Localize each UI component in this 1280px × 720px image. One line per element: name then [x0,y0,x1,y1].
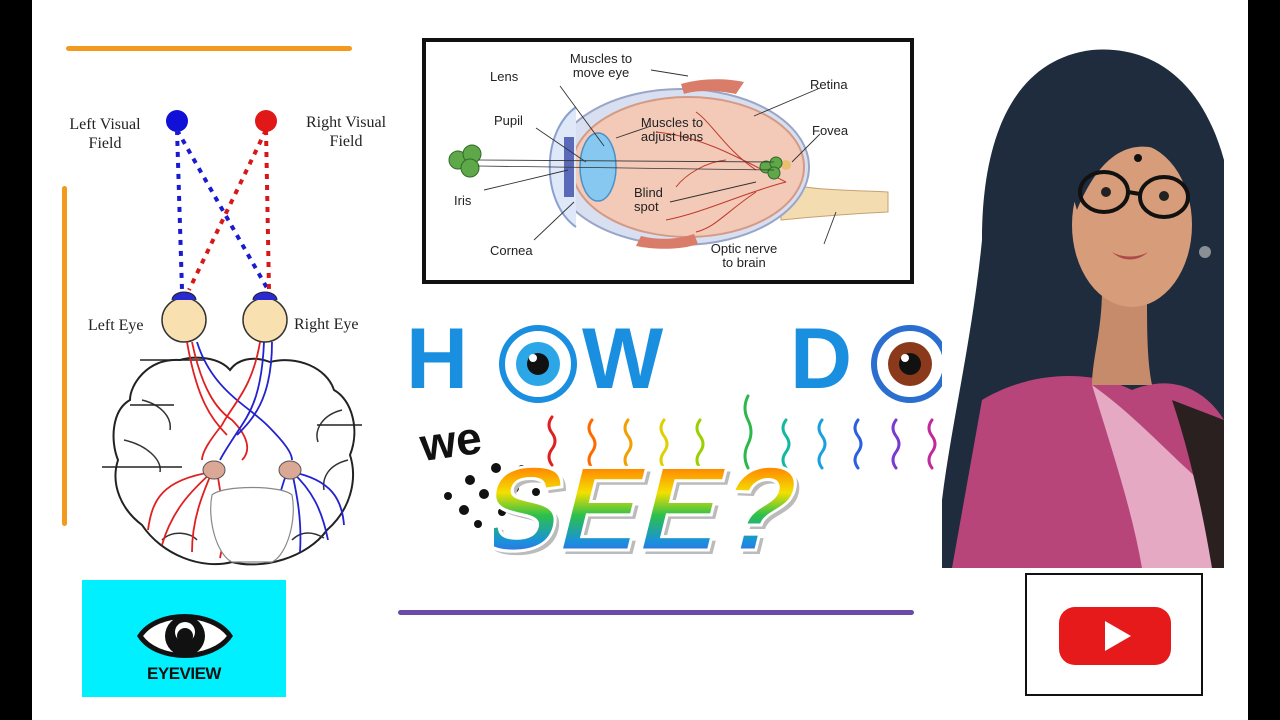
visual-pathway-diagram [52,100,402,575]
eyeview-logo: EYEVIEW [82,580,286,697]
pupil-label: Pupil [494,113,523,128]
title-letter-d: D [790,311,853,407]
fovea-label: Fovea [812,123,849,138]
eyeview-eye-icon [137,614,234,658]
muscles-move-label: Muscles to move eye [569,51,633,80]
blue-eye-icon [499,325,577,403]
orange-rule-top-left [66,46,352,51]
svg-text:SEE?: SEE? [494,446,817,562]
rainbow-see-text: SEE? SEE? [494,442,817,562]
decorative-dots [444,463,540,528]
eye-anatomy-diagram: Muscles to move eye Lens Retina Pupil Mu… [422,38,914,284]
right-visual-field-label: Right Visual Field [305,114,387,150]
eye-anatomy-drawing [448,69,889,249]
title-graphic: H W D [382,314,949,570]
iris-label: Iris [454,193,472,208]
orange-rule-left-vertical [62,186,67,526]
retina-label: Retina [810,77,848,92]
squiggle-arrows [547,394,937,470]
eyeview-logo-text: EYEVIEW [147,664,221,683]
presenter-portrait [942,49,1224,568]
optic-nerve-label: Optic nerve to brain [710,241,778,270]
left-eye-label: Left Eye [88,317,144,334]
left-visual-field-label: Left Visual Field [69,116,141,152]
lens-label: Lens [490,69,519,84]
blind-spot-label: Blind spot [634,185,663,214]
visual-pathway-drawing [102,110,362,566]
title-letter-w: W [582,311,664,407]
title-letter-h: H [406,311,469,407]
youtube-play-icon [1059,607,1171,665]
muscles-adjust-label: Muscles to adjust lens [640,115,704,144]
thumbnail-canvas: Left Visual Field Right Visual Field Lef… [32,0,1248,720]
svg-text:SEE?: SEE? [494,442,813,562]
right-eye-label: Right Eye [294,316,359,333]
purple-rule-bottom [398,610,914,615]
presenter-photo [942,40,1224,568]
cornea-label: Cornea [490,243,533,258]
youtube-button[interactable] [1025,573,1203,696]
